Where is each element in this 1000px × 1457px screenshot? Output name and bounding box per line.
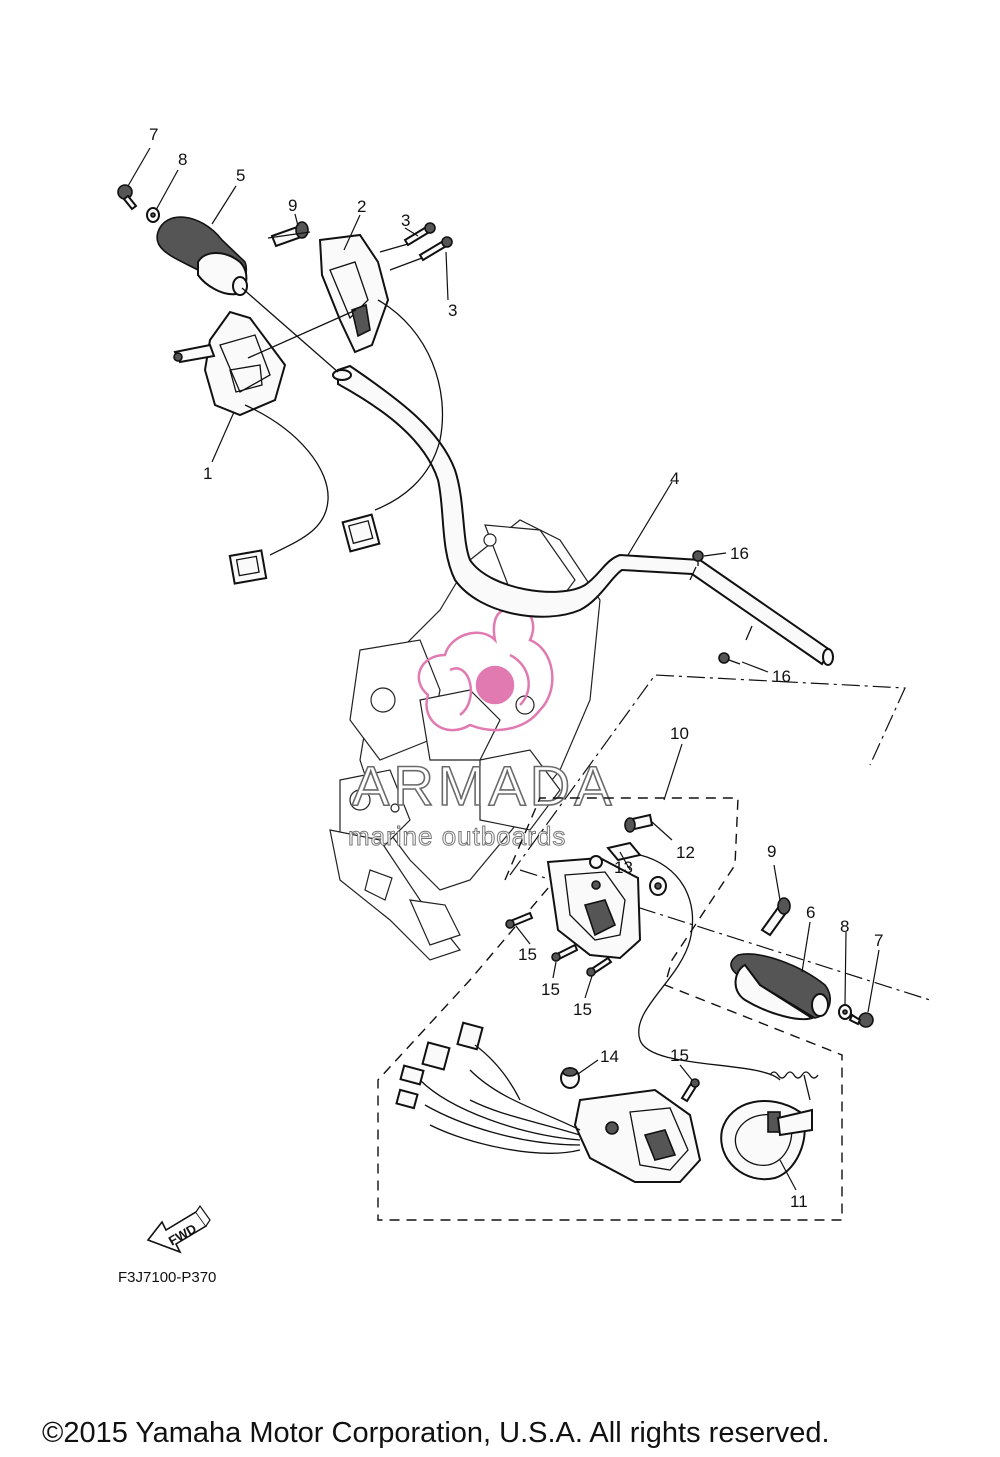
right-grip <box>730 953 831 1021</box>
callout-5: 5 <box>236 166 245 185</box>
throttle-housing <box>546 855 642 960</box>
axis-lines-upper <box>241 231 423 373</box>
screw-7-left <box>117 184 138 211</box>
callout-4: 4 <box>670 469 679 488</box>
screw-3-lower <box>418 236 453 262</box>
callout-11: 11 <box>790 1192 808 1211</box>
screw-7-right <box>848 1012 874 1028</box>
callout-15-c: 15 <box>573 1000 592 1019</box>
cap-14 <box>560 1067 580 1089</box>
callout-16-lower: 16 <box>772 667 791 686</box>
callout-8-lower: 8 <box>840 917 849 936</box>
screw-15-c <box>586 956 613 977</box>
fwd-arrow-icon: FWD <box>146 1204 211 1254</box>
callout-2: 2 <box>357 197 366 216</box>
left-grip <box>156 216 248 296</box>
handlebar <box>332 364 834 666</box>
callout-8-upper: 8 <box>178 150 187 169</box>
watermark-tagline: marine outboards <box>348 821 566 851</box>
lanyard-coil <box>769 1071 819 1101</box>
callout-3-upper: 3 <box>401 211 410 230</box>
callout-7-upper: 7 <box>149 125 158 144</box>
left-switch-housing <box>173 310 329 585</box>
callout-9-upper: 9 <box>288 196 297 215</box>
callout-7-lower: 7 <box>874 931 883 950</box>
callout-9-lower: 9 <box>767 842 776 861</box>
callout-12: 12 <box>676 843 695 862</box>
bolt-12 <box>624 813 654 833</box>
bolt-16-upper <box>692 550 704 566</box>
screw-15-b <box>551 943 579 962</box>
callout-1: 1 <box>203 464 212 483</box>
drawing-code: F3J7100-P370 <box>118 1269 216 1286</box>
upper-switch-housing <box>318 233 444 553</box>
lower-switch-housing <box>573 1088 702 1183</box>
callout-15-b: 15 <box>541 980 560 999</box>
watermark-emblem <box>417 606 554 732</box>
watermark-brand: ARMADA <box>352 754 616 817</box>
callout-14: 14 <box>600 1047 619 1066</box>
nut-13 <box>649 876 667 896</box>
callout-16-upper: 16 <box>730 544 749 563</box>
screw-15-a <box>505 911 534 929</box>
callout-15-a: 15 <box>518 945 537 964</box>
bolt-9-left <box>270 221 309 248</box>
screw-15-d <box>680 1078 700 1103</box>
callout-6: 6 <box>806 903 815 922</box>
washer-8-right <box>838 1004 852 1020</box>
lanyard-clip <box>720 1100 813 1181</box>
callout-13: 13 <box>614 858 633 877</box>
leader-lines <box>127 147 880 1191</box>
wire-harness <box>395 1021 581 1154</box>
washer-8-left <box>146 207 160 223</box>
callouts: 7 8 5 9 2 3 3 1 4 16 16 10 12 13 9 6 8 7… <box>149 125 883 1211</box>
copyright-notice: ©2015 Yamaha Motor Corporation, U.S.A. A… <box>42 1417 830 1449</box>
callout-15-d: 15 <box>670 1046 689 1065</box>
bolt-16-lower <box>718 652 741 665</box>
callout-3-lower: 3 <box>448 301 457 320</box>
callout-10: 10 <box>670 724 689 743</box>
bolt-9-right <box>760 897 791 937</box>
throttle-sensor-lead <box>606 841 781 1081</box>
